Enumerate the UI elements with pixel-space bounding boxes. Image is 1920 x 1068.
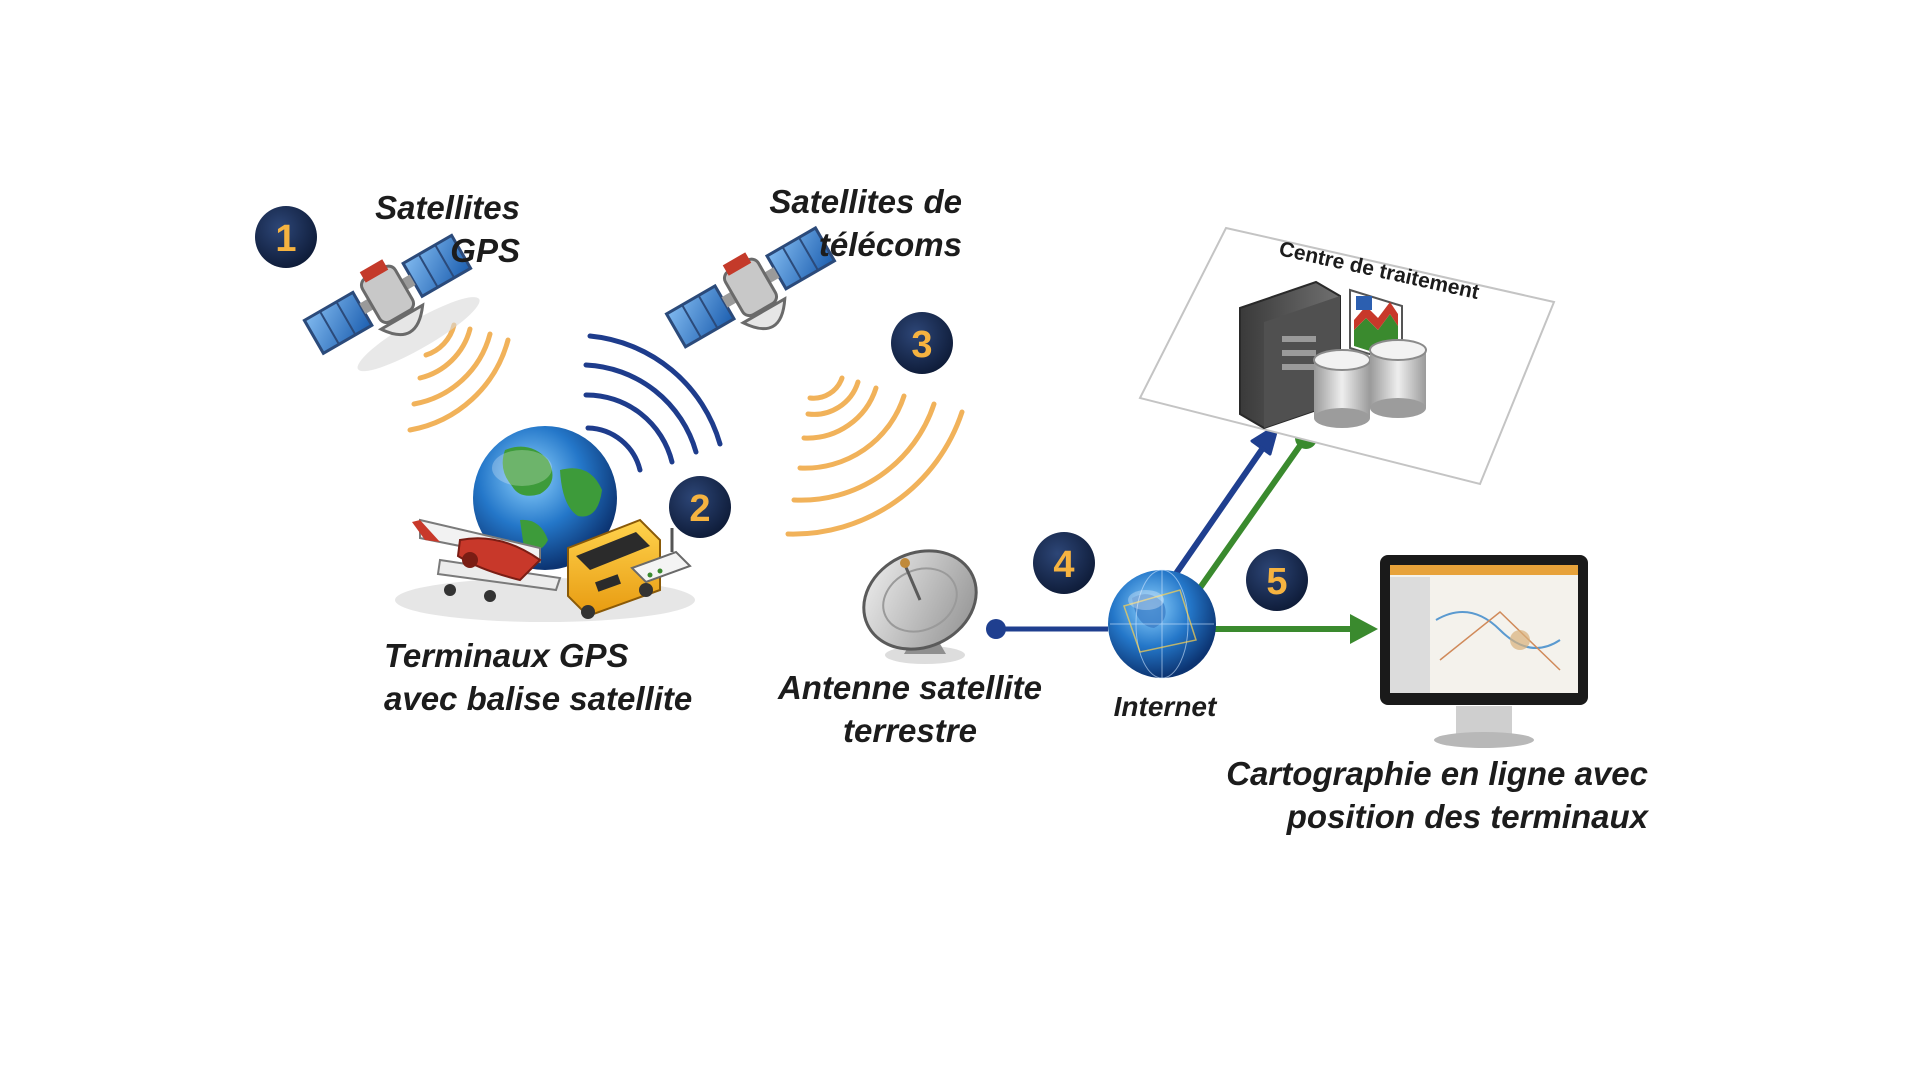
- step-number-5: 5: [1266, 561, 1287, 603]
- step-number-2: 2: [689, 488, 710, 530]
- gps-satellites-line-2: GPS: [450, 232, 520, 269]
- processing-center-card: [1138, 226, 1556, 486]
- internet-globe-icon: [1108, 569, 1216, 679]
- step-badge-4: 4: [1033, 532, 1095, 594]
- link-antenna-to-internet: [986, 619, 1108, 639]
- gps-beacon-icon: [630, 528, 692, 584]
- step-badge-5: 5: [1246, 549, 1308, 611]
- telecom-satellites-label: Satellites de télécoms: [769, 180, 962, 266]
- step-badge-3: 3: [891, 312, 953, 374]
- online-map-label: Cartographie en ligne avec position des …: [1226, 752, 1648, 838]
- bus-icon: [567, 518, 661, 619]
- gps-satellites-line-1: Satellites: [375, 189, 520, 226]
- gps-satellites-label: Satellites GPS: [375, 186, 520, 272]
- gps-terminals-icon: [395, 426, 695, 622]
- terminals-line-1: Terminaux GPS: [384, 637, 629, 674]
- link-internet-to-monitor: [1215, 614, 1378, 644]
- ground-antenna-label: Antenne satellite terrestre: [772, 666, 1048, 752]
- telecom-satellite-icon: [664, 225, 837, 349]
- monitor-map-icon: [1380, 555, 1588, 748]
- step-badge-2: 2: [669, 476, 731, 538]
- terminals-line-2: avec balise satellite: [384, 680, 693, 717]
- gps-satellite-icon: [302, 233, 480, 372]
- telecom-signal-waves: [785, 375, 965, 537]
- database-icon: [1313, 339, 1427, 428]
- step-number-1: 1: [275, 218, 296, 260]
- airplane-icon: [412, 518, 562, 602]
- step-number-3: 3: [911, 324, 932, 366]
- uplink-signal-waves: [583, 333, 723, 473]
- earth-globe-icon: [473, 426, 617, 570]
- online-map-line-2: position des terminaux: [1286, 798, 1648, 835]
- telecom-satellites-line-2: télécoms: [818, 226, 962, 263]
- satellite-dish-icon: [862, 549, 978, 664]
- terminals-label: Terminaux GPS avec balise satellite: [384, 634, 692, 720]
- online-map-line-1: Cartographie en ligne avec: [1226, 755, 1648, 792]
- ground-antenna-line-1: Antenne satellite: [777, 669, 1043, 706]
- telecom-satellites-line-1: Satellites de: [769, 183, 962, 220]
- internet-label: Internet: [1113, 691, 1217, 722]
- step-number-4: 4: [1053, 544, 1074, 586]
- step-badge-1: 1: [255, 206, 317, 268]
- ground-antenna-line-2: terrestre: [843, 712, 977, 749]
